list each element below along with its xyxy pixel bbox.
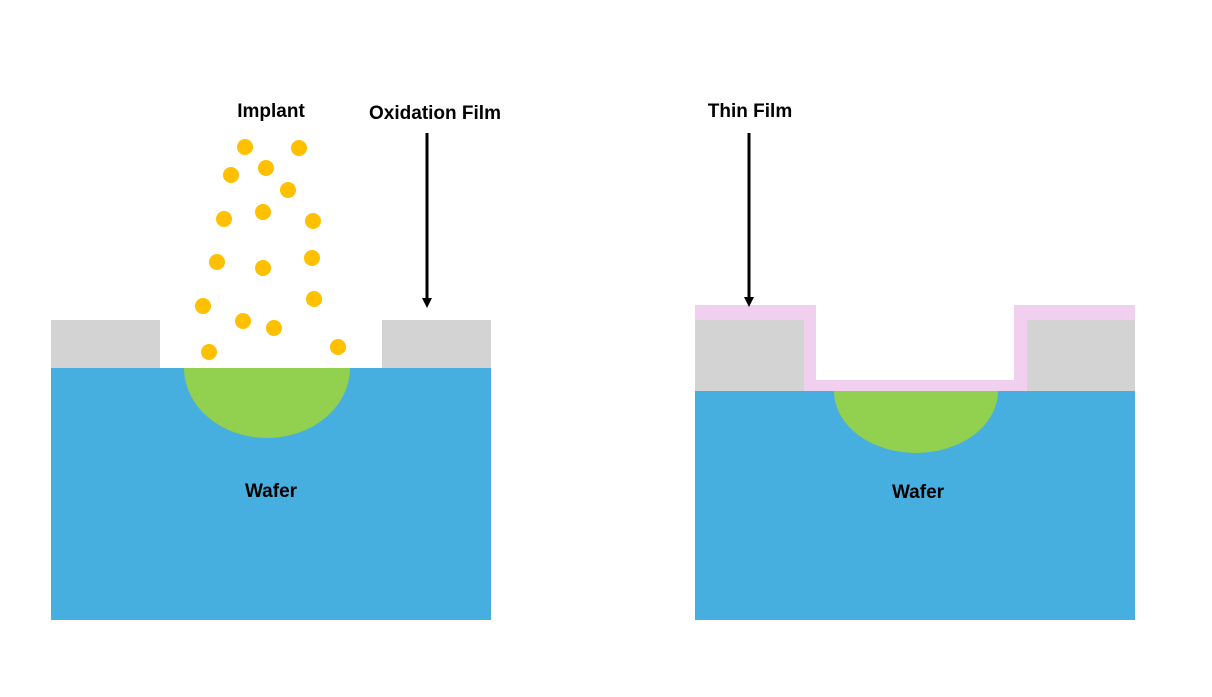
thin-film-label: Thin Film — [708, 101, 792, 122]
implant-ion — [209, 254, 225, 270]
left-implant-region — [184, 368, 350, 438]
implant-ion — [216, 211, 232, 227]
implant-ion — [235, 313, 251, 329]
implant-label: Implant — [237, 101, 305, 122]
implant-ion — [255, 260, 271, 276]
implant-ion — [291, 140, 307, 156]
right-oxide-block-right — [1027, 320, 1135, 392]
implant-ion — [255, 204, 271, 220]
implant-ion — [280, 182, 296, 198]
right-oxide-block-left — [695, 320, 804, 392]
implant-ion — [223, 167, 239, 183]
left-wafer-label: Wafer — [245, 481, 298, 502]
thin-film-layer — [695, 305, 1135, 392]
implant-ion — [306, 291, 322, 307]
implant-ion — [304, 250, 320, 266]
implant-panel: Implant Oxidation Film Wafer — [51, 101, 501, 620]
implant-ion — [258, 160, 274, 176]
implant-ion — [305, 213, 321, 229]
implant-ion — [266, 320, 282, 336]
implant-ion — [195, 298, 211, 314]
thin-film-panel: Thin Film Wafer — [695, 101, 1135, 620]
left-oxide-block-left — [51, 320, 160, 368]
left-oxide-block-right — [382, 320, 491, 368]
implant-ion — [237, 139, 253, 155]
implant-ions — [195, 139, 346, 360]
oxidation-film-label: Oxidation Film — [369, 103, 501, 124]
right-wafer-label: Wafer — [892, 482, 945, 503]
implant-ion — [330, 339, 346, 355]
right-implant-region — [834, 391, 998, 453]
implant-ion — [201, 344, 217, 360]
